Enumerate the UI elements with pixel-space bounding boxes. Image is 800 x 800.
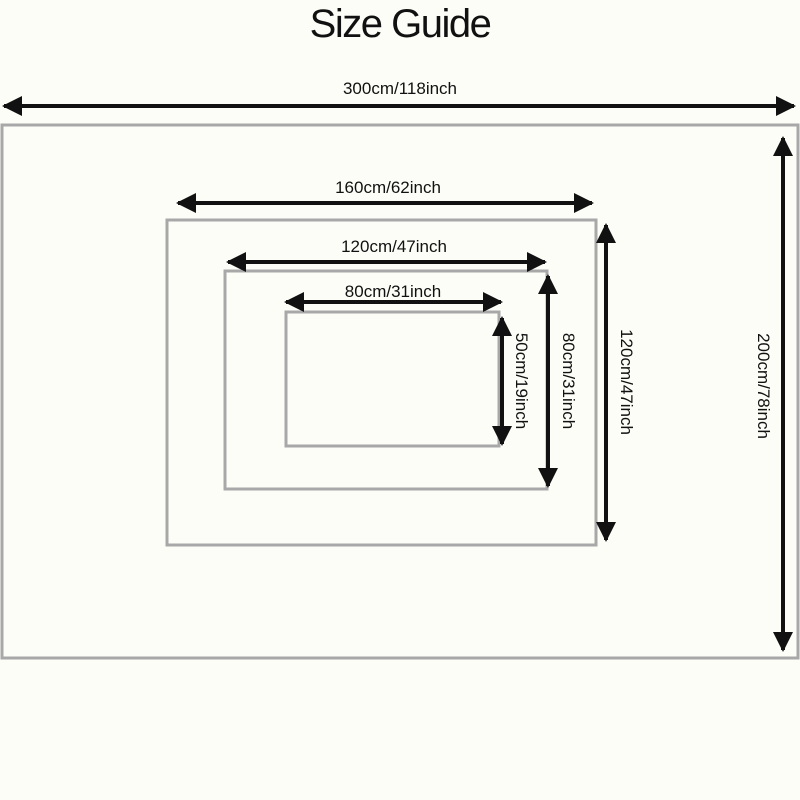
width-label-80x50: 80cm/31inch: [345, 282, 441, 301]
height-label-80x50: 50cm/19inch: [512, 333, 531, 429]
height-label-300x200: 200cm/78inch: [754, 333, 773, 439]
height-label-120x80: 80cm/31inch: [559, 333, 578, 429]
width-label-160x120: 160cm/62inch: [335, 178, 441, 197]
page-title: Size Guide: [309, 2, 492, 46]
width-label-120x80: 120cm/47inch: [341, 237, 447, 256]
width-label-300x200: 300cm/118inch: [343, 79, 457, 98]
rug-outline-300x200: [0, 123, 800, 660]
rug-outline-80x50: [284, 310, 501, 448]
height-label-160x120: 120cm/47inch: [617, 329, 636, 435]
